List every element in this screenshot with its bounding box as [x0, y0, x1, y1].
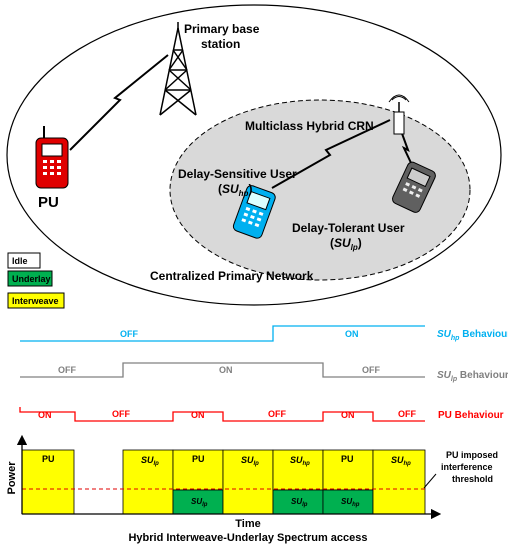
y-axis-label: Power [6, 461, 18, 495]
slot-3-interweave [122, 449, 174, 515]
legend-interweave-label: Interweave [12, 296, 59, 306]
slot-5-label: SUlp [241, 455, 259, 467]
pu-link-icon [69, 54, 169, 151]
crn-label: Multiclass Hybrid CRN [245, 119, 374, 133]
pu-on3-label: ON [341, 410, 355, 420]
legend-interweave-swatch [7, 292, 65, 309]
lp-behaviour-label: SUlp Behaviour [437, 370, 508, 383]
slot-3-label: SUlp [141, 455, 159, 467]
pu-on2-label: ON [191, 410, 205, 420]
pu-label: PU [38, 194, 59, 211]
slot-7-underlay-label: SUhp [341, 497, 360, 508]
threshold-label-line1: PU imposed [446, 450, 498, 460]
legend-idle-swatch [7, 252, 41, 269]
pu-off3-label: OFF [398, 409, 416, 419]
slot-4-interweave [172, 449, 224, 491]
hp-behaviour-label: SUhp Behaviour [437, 329, 508, 342]
slot-5-interweave [222, 449, 274, 515]
hp-on-label: ON [345, 329, 359, 339]
ds-user-label: Delay-Sensitive User [178, 167, 297, 181]
legend-idle-label: Idle [12, 256, 28, 266]
lp-behaviour-waveform [20, 362, 425, 378]
lp-off2-label: OFF [362, 365, 380, 375]
slot-4-underlay-label: SUlp [191, 497, 208, 508]
lp-off1-label: OFF [58, 365, 76, 375]
lp-phone-icon [391, 161, 436, 213]
power-chart: PU SUlp PU SUlp SUhp PU SUhp SUlp SUlp S… [6, 434, 498, 544]
dt-user-label: Delay-Tolerant User [292, 221, 405, 235]
threshold-pointer [423, 473, 437, 489]
slot-6-label: SUhp [290, 455, 310, 467]
pu-off2-label: OFF [268, 409, 286, 419]
legend-underlay-swatch [7, 270, 53, 287]
hp-phone-icon [232, 185, 276, 239]
crn-ellipse [169, 99, 471, 281]
slot-4-label: PU [192, 454, 205, 464]
slot-7-underlay [322, 489, 374, 515]
tower-label-line2: station [201, 37, 240, 51]
pu-phone-icon [35, 126, 69, 189]
lp-link-icon [399, 127, 413, 166]
chart-title: Hybrid Interweave-Underlay Spectrum acce… [128, 532, 367, 544]
primary-network-label: Centralized Primary Network [150, 269, 314, 283]
tower-icon [159, 22, 197, 116]
pu-behaviour-waveform [19, 407, 425, 422]
slot-1-label: PU [42, 454, 55, 464]
crn-antenna-icon [388, 94, 410, 135]
x-axis-label: Time [235, 518, 260, 530]
hp-off-label: OFF [120, 329, 138, 339]
ds-user-sub: (SUhp) [218, 182, 252, 198]
hp-link-icon [271, 119, 391, 189]
slot-7-label: PU [341, 454, 354, 464]
threshold-label-line2: interference [441, 462, 493, 472]
threshold-label-line3: threshold [452, 474, 493, 484]
legend-underlay-label: Underlay [12, 274, 51, 284]
slot-8-interweave [372, 449, 426, 515]
pu-behaviour-label: PU Behaviour [438, 410, 504, 421]
slot-6-underlay-label: SUlp [291, 497, 308, 508]
slot-6-interweave [272, 449, 324, 491]
pu-on1-label: ON [38, 410, 52, 420]
slot-7-interweave [322, 449, 374, 491]
legend: Idle Underlay Interweave [7, 252, 65, 309]
dt-user-sub: (SUlp) [330, 236, 362, 252]
pu-off1-label: OFF [112, 409, 130, 419]
hp-behaviour-waveform [20, 325, 425, 342]
lp-on-label: ON [219, 365, 233, 375]
slot-8-label: SUhp [391, 455, 411, 467]
slot-1-interweave [21, 449, 75, 515]
tower-label-line1: Primary base [184, 22, 260, 36]
